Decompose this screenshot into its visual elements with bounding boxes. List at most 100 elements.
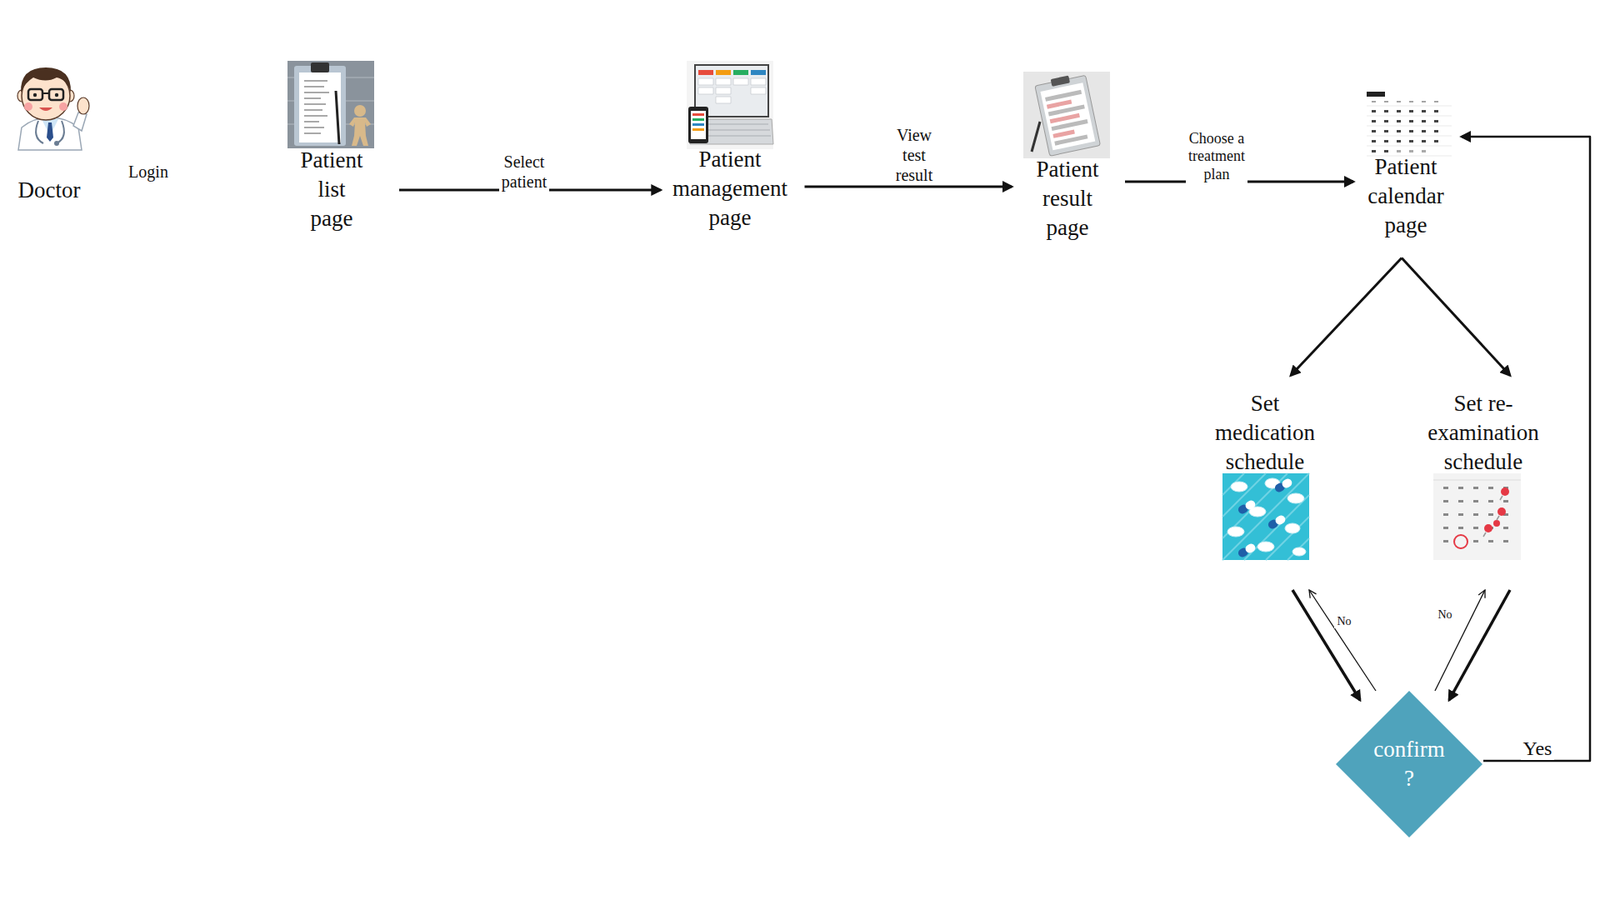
doctor-icon-part (24, 102, 33, 111)
calendar-icon-part-part (1371, 120, 1376, 123)
edge-label-anchor: Yes (1520, 736, 1555, 761)
re-examination-photo-part-part (1458, 526, 1464, 530)
patient-list-photo-part (354, 105, 366, 117)
node-text: Patient management page (672, 145, 789, 233)
calendar-icon-part-part (1409, 140, 1414, 143)
doctor-icon-part (18, 117, 82, 150)
edge-label: Yes (1520, 736, 1555, 761)
doctor-icon-part (35, 120, 65, 144)
patient-management-photo-part (733, 70, 749, 75)
calendar-icon-part-part (1371, 130, 1376, 133)
re-examination-photo-part-part (1488, 513, 1494, 516)
doctor-icon-part (59, 102, 68, 111)
medication-photo-part-part (1227, 526, 1245, 537)
patient-result-photo-part-part (1040, 82, 1095, 150)
medication-photo-part (1236, 499, 1257, 516)
calendar-icon-part-part (1396, 130, 1401, 133)
edge-label-anchor: No (1435, 608, 1455, 623)
patient-result-photo-part-part (1054, 134, 1088, 145)
calendar-icon-part-part (1434, 130, 1439, 133)
doctor-icon-part (55, 93, 59, 97)
patient-result-photo-part (1023, 71, 1110, 159)
connectors (399, 136, 1590, 761)
patient-management-photo-part (690, 110, 706, 140)
text-block: Patient list page (300, 145, 364, 234)
text-block: Set medication schedule (1215, 389, 1316, 477)
re-examination-photo-part-part (1458, 500, 1464, 503)
patient-management-photo-part (692, 113, 705, 116)
calendar-icon-part-part (1384, 120, 1389, 123)
re-examination-photo-part-part (1443, 500, 1449, 503)
re-examination-photo-part-part (1503, 540, 1509, 543)
re-examination-photo-part (1454, 535, 1468, 549)
re-examination-photo-part-part (1503, 500, 1509, 503)
connector-arrow (1290, 258, 1402, 376)
re-examination-photo-part-part (1500, 487, 1510, 496)
patient-management-photo-part (698, 70, 714, 75)
patient-result-photo-part-part (1050, 75, 1070, 87)
patient-list-photo-part (349, 117, 371, 146)
patient-list-photo-part (299, 72, 341, 143)
connector-arrow (1309, 590, 1376, 691)
patient-management-photo (686, 60, 774, 150)
text-block: Set re-examination schedule (1427, 389, 1540, 477)
re-examination-photo-part-part (1473, 526, 1479, 530)
calendar-icon-part-part (1434, 110, 1439, 113)
node-text: Doctor (17, 175, 81, 205)
patient-result-photo-part-part (1048, 104, 1085, 116)
re-examination-photo-part (1483, 495, 1503, 537)
calendar-icon-part-part (1434, 140, 1439, 143)
calendar-icon-part-part (1384, 110, 1389, 113)
doctor-icon-part (20, 67, 71, 93)
patient-list-photo (287, 60, 375, 149)
medication-photo-part-part (1230, 481, 1248, 492)
calendar-icon-part-part (1384, 130, 1389, 133)
re-examination-photo-part-part (1443, 486, 1449, 490)
edge-label-anchor: View test result (893, 125, 935, 185)
edge-label: View test result (893, 125, 935, 185)
re-examination-photo-part-part (1473, 513, 1479, 516)
action-node: Set re-examination schedule (1427, 389, 1540, 561)
re-examination-photo-part-part (1484, 524, 1493, 533)
diamond-fill (1335, 690, 1483, 838)
connector-arrow (805, 185, 1013, 189)
edge-label: No (1334, 615, 1354, 630)
page-node: Patient list page (287, 60, 375, 234)
doctor-icon-part (49, 89, 64, 100)
calendar-icon-part-part (1396, 110, 1401, 113)
medication-photo-part-part (1287, 493, 1305, 504)
re-examination-photo-part-part (1473, 500, 1479, 503)
medication-photo-part-part (1257, 541, 1275, 552)
node-text: confirm ? (1369, 735, 1450, 794)
patient-result-photo-part-part (1052, 130, 1075, 139)
medication-photo-part (1236, 542, 1257, 560)
calendar-icon-part-part (1421, 150, 1426, 153)
re-examination-photo-part (1433, 473, 1521, 560)
re-examination-photo-part-part (1473, 486, 1479, 490)
patient-result-photo (1023, 71, 1110, 159)
re-examination-photo-part-part (1443, 526, 1449, 530)
patient-management-photo-part (750, 70, 766, 75)
text-block: Doctor (17, 175, 81, 205)
patient-list-photo-part (294, 65, 346, 146)
patient-management-photo-part (686, 60, 774, 150)
patient-list-photo-part (335, 90, 340, 145)
text-block: Patient management page (672, 145, 789, 233)
calendar-icon-part-part (1421, 120, 1426, 123)
calendar-icon-part-part (1434, 120, 1439, 123)
patient-list-photo-part (310, 62, 330, 73)
re-examination-photo-part (1443, 486, 1509, 543)
patient-result-photo-part-part (1045, 90, 1082, 102)
free-label-anchor: Login (125, 161, 171, 182)
re-examination-photo-part-part (1458, 513, 1464, 516)
calendar-icon-part-part (1409, 150, 1414, 153)
re-examination-photo-part-part (1488, 486, 1494, 490)
calendar-icon-part (1396, 150, 1426, 153)
re-examination-photo-part-part (1497, 507, 1506, 516)
re-examination-photo-part (1433, 480, 1521, 481)
calendar-icon-part-part (1409, 130, 1414, 133)
text-block: Patient calendar page (1367, 152, 1445, 240)
medication-photo-part (1266, 514, 1287, 531)
calendar-icon-part (1366, 91, 1385, 97)
patient-management-photo-part (692, 128, 705, 131)
